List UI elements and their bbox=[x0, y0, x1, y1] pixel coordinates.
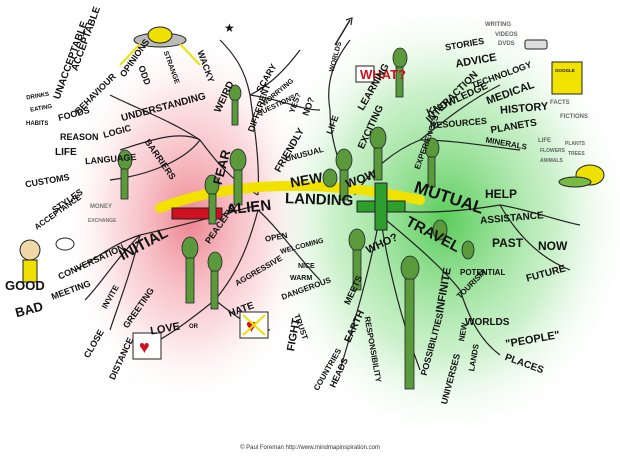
word-eating: EATING bbox=[30, 104, 53, 114]
word-new-lands: NEW bbox=[457, 322, 469, 342]
word-habits: HABITS bbox=[26, 121, 48, 127]
heart-card: ♥ bbox=[132, 332, 162, 360]
word-open: OPEN bbox=[264, 231, 288, 244]
svg-text:WHAT?: WHAT? bbox=[360, 67, 406, 82]
word-money: MONEY bbox=[90, 204, 112, 210]
word-bad: BAD bbox=[14, 299, 45, 321]
word-language: LANGUAGE bbox=[85, 152, 137, 166]
book-icon: GOOGLE bbox=[551, 61, 583, 95]
minus-sign bbox=[171, 207, 223, 220]
word-warm: WARM bbox=[290, 275, 312, 282]
google-badge bbox=[524, 39, 548, 50]
word-past: PAST bbox=[492, 236, 524, 250]
word-fight: FIGHT bbox=[285, 317, 303, 352]
word-unacceptable: UNACCEPTABLE bbox=[52, 20, 91, 101]
svg-text:♥: ♥ bbox=[139, 337, 150, 357]
word-plants: PLANTS bbox=[565, 141, 586, 147]
word-worlds: WORLDS bbox=[465, 317, 510, 328]
word-dvds: DVDS bbox=[498, 41, 515, 47]
word-drinks: DRINKS bbox=[26, 92, 50, 102]
word-videos: VIDEOS bbox=[495, 32, 518, 38]
word-love: LOVE bbox=[149, 321, 181, 338]
learner-plate: WHAT? bbox=[355, 65, 406, 83]
footer-credit: © Paul Foreman http://www.mindmapinspira… bbox=[240, 445, 380, 451]
word-nice: NICE bbox=[298, 263, 315, 270]
person-figure bbox=[19, 237, 75, 283]
center-word-alien: ALIEN bbox=[226, 197, 273, 219]
word-facts: FACTS bbox=[550, 100, 570, 106]
word-resources: RESOURCES bbox=[430, 116, 488, 131]
word-or: OR bbox=[189, 324, 199, 330]
alien-figures bbox=[117, 47, 475, 390]
plus-sign bbox=[356, 182, 406, 231]
yellow-creature bbox=[558, 164, 605, 188]
ufo-icon bbox=[119, 26, 201, 66]
branch-new: NEW bbox=[289, 169, 325, 191]
word-writing: WRITING bbox=[485, 22, 511, 28]
svg-text:GOOGLE: GOOGLE bbox=[555, 68, 575, 73]
word-exchange: EXCHANGE bbox=[88, 218, 117, 224]
star-icon: ★ bbox=[224, 21, 235, 35]
word-life-left: LIFE bbox=[55, 147, 77, 158]
center-word-landing: LANDING bbox=[285, 190, 354, 209]
word-flowers: FLOWERS bbox=[540, 148, 566, 154]
word-reason: REASON bbox=[60, 132, 99, 142]
word-potential: POTENTIAL bbox=[460, 268, 505, 277]
broken-heart-card: ♥ bbox=[239, 311, 269, 339]
word-help: HELP bbox=[485, 187, 517, 201]
word-good: GOOD bbox=[5, 278, 45, 293]
word-history: HISTORY bbox=[500, 100, 550, 116]
svg-text:♥: ♥ bbox=[246, 316, 257, 336]
up-arrow-icon bbox=[334, 19, 351, 46]
word-trees: TREES bbox=[568, 151, 585, 157]
word-life-right: LIFE bbox=[538, 138, 551, 144]
central-banner bbox=[155, 180, 425, 231]
word-fictions: FICTIONS bbox=[560, 114, 588, 120]
word-animals: ANIMALS bbox=[540, 158, 563, 164]
word-now: NOW bbox=[538, 239, 568, 253]
